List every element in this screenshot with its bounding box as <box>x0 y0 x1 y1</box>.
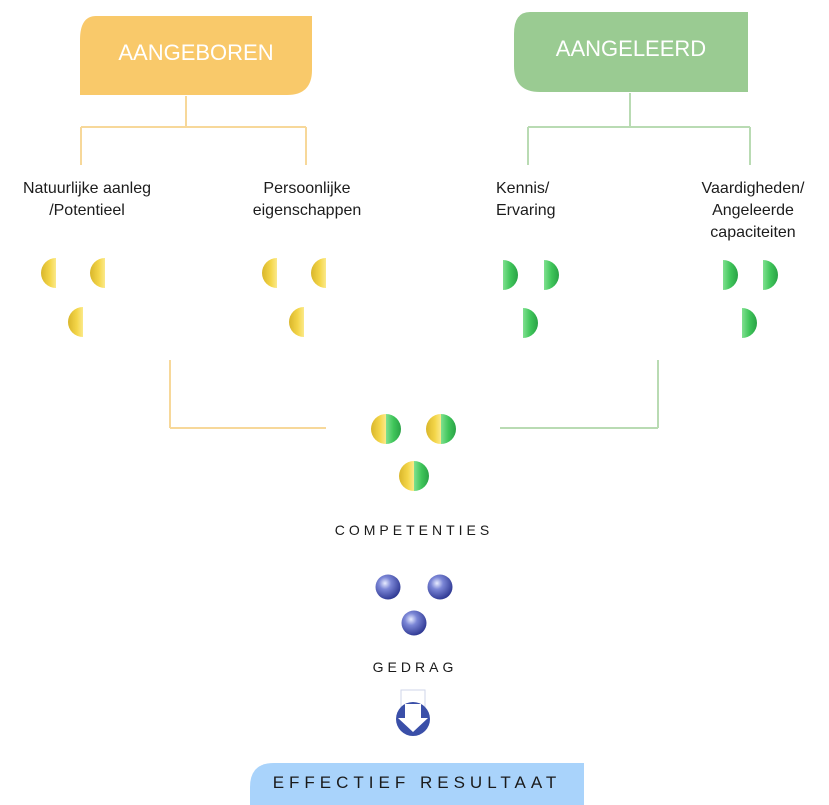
green-half-icon <box>544 260 559 290</box>
blue-sphere-icon <box>427 574 453 600</box>
combined-disc-icon <box>399 461 429 491</box>
green-half-icon <box>723 260 738 290</box>
result-banner <box>250 763 584 805</box>
aangeboren-title: AANGEBOREN <box>118 40 274 65</box>
yellow-half-icon <box>262 258 277 288</box>
item-label-capaciteiten: Vaardigheden/ Angeleerde capaciteiten <box>701 180 805 241</box>
capaciteiten-markers <box>723 260 778 338</box>
left-tree-connector <box>80 96 307 165</box>
result-title: EFFECTIEF RESULTAAT <box>272 773 562 792</box>
yellow-half-icon <box>289 307 304 337</box>
aangeleerd-title: AANGELEERD <box>555 36 707 61</box>
yellow-half-icon <box>90 258 105 288</box>
right-tree-connector <box>527 93 751 165</box>
yellow-half-icon <box>311 258 326 288</box>
item-label-eigenschappen: Persoonlijke eigenschappen <box>252 180 362 219</box>
blue-sphere-icon <box>375 574 401 600</box>
yellow-half-icon <box>41 258 56 288</box>
competentie-markers <box>371 414 456 491</box>
green-half-icon <box>763 260 778 290</box>
item-label-potentieel: Natuurlijke aanleg /Potentieel <box>22 180 152 219</box>
potentieel-markers <box>41 258 105 337</box>
green-half-icon <box>523 308 538 338</box>
combined-disc-icon <box>371 414 401 444</box>
gedrag-caption: GEDRAG <box>372 659 458 675</box>
left-merge-connector <box>169 360 326 429</box>
ervaring-markers <box>503 260 559 338</box>
right-merge-connector <box>500 360 659 429</box>
combined-disc-icon <box>426 414 456 444</box>
green-half-icon <box>503 260 518 290</box>
down-arrow-icon <box>396 689 430 736</box>
eigenschappen-markers <box>262 258 326 337</box>
item-label-ervaring: Kennis/ Ervaring <box>496 180 556 219</box>
competenties-caption: COMPETENTIES <box>334 522 494 538</box>
tag-aangeboren <box>80 16 312 95</box>
yellow-half-icon <box>68 307 83 337</box>
green-half-icon <box>742 308 757 338</box>
blue-sphere-icon <box>401 610 427 636</box>
gedrag-markers <box>375 574 453 636</box>
tag-aangeleerd <box>514 12 748 92</box>
